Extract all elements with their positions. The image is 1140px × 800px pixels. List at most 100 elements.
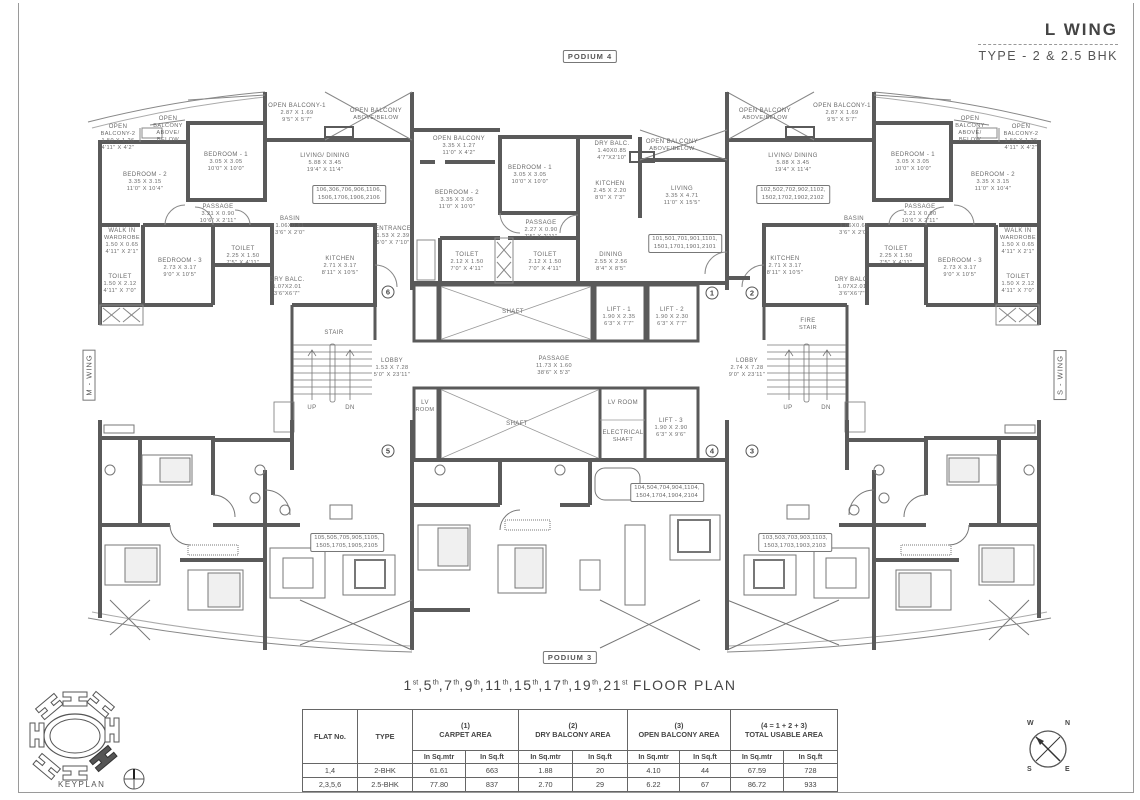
room-name: WALK IN [1004,228,1032,234]
room-name: LOBBY [380,358,403,364]
unit-header: In Sq.ft [572,750,628,764]
room-dimension: 8'0" X 7'3" [595,195,625,201]
compass-east: E [1065,766,1070,773]
room-dimension: WARDROBE [104,235,140,241]
floor-suffix: st [412,679,419,687]
room-dimension: 2.25 X 1.50 [226,253,260,259]
floor-suffix: th [532,679,539,687]
room-name: KITCHEN [770,256,800,262]
room-dimension: 7'0" X 4'11" [528,266,562,272]
room-dimension: 2.74 X 7.28 [730,365,764,371]
compass-south: S [1027,766,1032,773]
flat-entry-marker-2: 2 [745,286,759,300]
room-dimension: BELOW [958,137,982,143]
table-cell: 67 [679,777,731,792]
flat-numbers-f5: 105,505,705,905,1105,1505,1705,1905,2105 [310,533,384,552]
room-name: OPEN BALCONY [349,108,403,114]
room-dimension: 6'3" X 9'6" [656,432,686,438]
flat-number-line: 105,505,705,905,1105, [314,535,380,541]
room-dimension: 3'6" X 2'0" [839,230,869,236]
room-name: OPEN [158,116,178,122]
room-name: LIVING/ DINING [768,153,818,159]
room-dimension: 2.55 X 2.56 [594,259,628,265]
room-label-core-up-left: UP [307,405,316,412]
table-cell: 663 [465,763,519,778]
flat-entry-marker-5: 5 [381,444,395,458]
room-dimension: 7'5" X 4'11" [226,260,260,266]
room-dimension: 9'0" X 10'5" [943,272,977,278]
flat-number-line: 104,504,704,904,1104, [634,485,700,491]
floor-number: 19 [573,677,593,693]
flat-1-walls [412,92,750,285]
floor-suffix: th [592,679,599,687]
room-name: UP [783,405,793,411]
room-name: PASSAGE [904,204,936,210]
room-dimension: 3'6" X 2'0" [275,230,305,236]
room-dimension: 38'6" X 5'3" [537,370,571,376]
room-dimension: 9'0" X 10'5" [163,272,197,278]
room-label-core-up-right: UP [783,405,792,412]
table-cell: 837 [465,777,519,792]
flat-entry-marker-4: 4 [705,444,719,458]
room-name: TOILET [533,252,557,258]
room-dimension: 1.50 X 0.65 [1001,242,1035,248]
room-dimension: ABOVE/BELOW [649,146,695,152]
area-table: FLAT No. TYPE (1)CARPET AREA (2)DRY BALC… [302,709,838,792]
floor-suffix: th [502,679,509,687]
room-name: PASSAGE [538,356,570,362]
table-cell: 2.5-BHK [357,777,413,792]
room-name: FIRE [800,318,816,324]
room-dimension: 10'0" X 10'0" [511,179,549,185]
header-open-balcony-area: (3)OPEN BALCONY AREA [627,709,731,751]
room-dimension: 6'3" X 7'7" [657,321,687,327]
floor-suffix: th [562,679,569,687]
room-name: OPEN BALCONY [645,139,699,145]
room-dimension: 9'0" X 23'11" [728,372,766,378]
room-name: BEDROOM - 2 [122,172,168,178]
room-dimension: ABOVE/BELOW [742,115,788,121]
room-name: LV ROOM [607,400,639,406]
room-name: TOILET [455,252,479,258]
room-dimension: 1.07X2.01 [837,284,867,290]
room-dimension: 2.71 X 3.17 [323,263,357,269]
room-name: OPEN [960,116,980,122]
room-label-core-shaft-bottom: SHAFT [506,421,528,428]
room-name: OPEN BALCONY [432,136,486,142]
room-dimension: BALCONY [153,123,183,129]
room-dimension: 1.53 X 7.28 [375,365,409,371]
room-dimension: 10'0" X 10'0" [894,166,932,172]
room-dimension: 5.88 X 3.45 [308,160,342,166]
room-name: BEDROOM - 3 [937,258,983,264]
shaft-crosses [441,286,645,459]
page-frame [18,3,1134,793]
room-dimension: 11'0" X 10'0" [438,204,476,210]
room-name: DINING [599,252,623,258]
room-dimension: 3'6"X6'7" [839,291,865,297]
flat-numbers-f4: 104,504,704,904,1104,1504,1704,1904,2104 [630,483,704,502]
room-name: OPEN BALCONY-1 [813,103,871,109]
table-cell: 44 [679,763,731,778]
room-dimension: 2.73 X 3.17 [163,265,197,271]
room-dimension: 1.06X0.61 [839,223,869,229]
floor-suffix: th [473,679,480,687]
room-dimension: 1.50 X 1.26 [1004,138,1038,144]
room-dimension: 5'0" X 23'11" [373,372,411,378]
room-dimension: ABOVE/ [958,130,982,136]
room-name: LIFT - 3 [658,418,684,424]
